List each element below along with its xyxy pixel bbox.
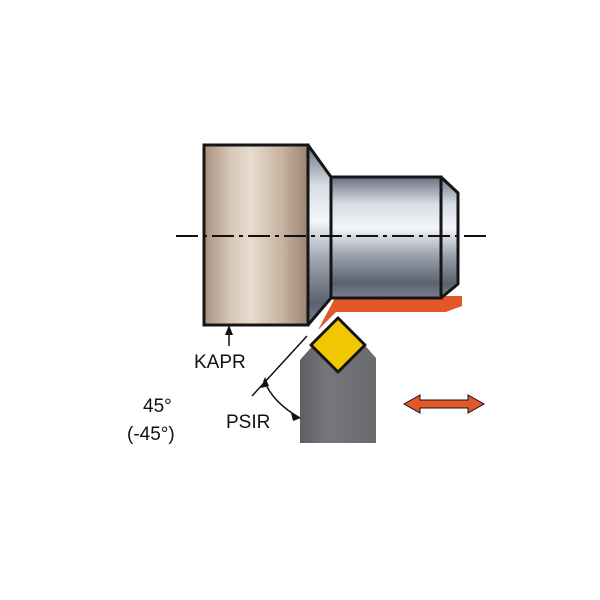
- cutting-insert: [309, 316, 367, 374]
- double-arrow-icon: [402, 394, 486, 414]
- tool-shank: [300, 342, 376, 443]
- workpiece-small-diameter: [329, 175, 443, 300]
- angle-main-label: 45°: [143, 396, 172, 417]
- workpiece-end-chamfer: [439, 175, 460, 300]
- angle-alt-label: (-45°): [127, 424, 175, 445]
- psir-label: PSIR: [226, 412, 270, 433]
- angle-arrowhead-upper: [261, 377, 269, 388]
- machined-surface: [318, 296, 462, 330]
- kapr-label: KAPR: [194, 352, 246, 373]
- kapr-reference-line: [251, 335, 308, 397]
- kapr-arrowhead: [225, 325, 233, 335]
- angle-arrowhead-lower: [291, 413, 301, 421]
